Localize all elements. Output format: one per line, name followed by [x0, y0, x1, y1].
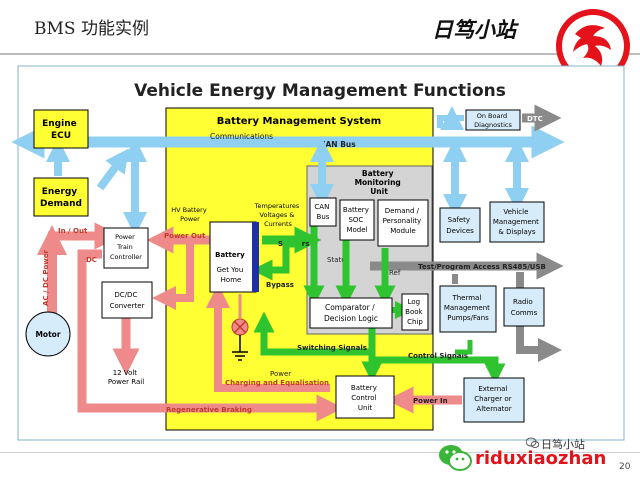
power-label: Power	[270, 370, 291, 378]
comparator-box	[309, 297, 393, 329]
log-book-box	[401, 293, 429, 331]
hv-power-label: HV Battery Power	[171, 206, 209, 223]
power-train-controller-box	[103, 227, 149, 269]
dcdc-feed-arrow	[152, 240, 194, 310]
monitoring-unit-label: Battery Monitoring Unit	[355, 169, 404, 196]
control-signals-arrow	[372, 356, 506, 385]
can-bus-box	[309, 197, 337, 227]
soc-model-label: Battery SOC Model	[343, 206, 371, 234]
charging-arrow	[206, 284, 330, 392]
watermark-text: 日笃小站	[541, 438, 585, 451]
soc-model-box	[339, 199, 375, 241]
slide-header-site: 日笃小站	[432, 18, 516, 42]
temps-label: Temperatures Voltages & Currents	[254, 202, 302, 228]
charging-label: Charging and Equalisation	[225, 379, 329, 387]
watermark-chat-icon	[526, 437, 539, 448]
motor-circle	[25, 311, 71, 357]
battery-label: Battery Get You Home	[215, 251, 247, 284]
logo-icon	[556, 9, 630, 83]
on-board-label: On Board Diagnostics	[474, 112, 512, 129]
bypass-arrow	[251, 240, 302, 281]
dcdc-converter-box	[101, 281, 153, 319]
demand-module-label: Demand / Personality Module	[383, 207, 424, 235]
log-book-label: Log Book Chip	[405, 298, 425, 326]
on-board-diagnostics-box	[465, 109, 521, 131]
switching-signals-arrow	[253, 311, 376, 356]
rail-label: 12 Volt Power Rail	[108, 369, 144, 386]
page-number: 20	[619, 462, 631, 472]
demand-module-box	[377, 199, 429, 247]
arrow-obd-link	[437, 115, 464, 128]
power-train-label: Power Train Controller	[110, 233, 142, 261]
regen-braking-arrow	[77, 249, 344, 422]
slide-header-title: BMS 功能实例	[34, 19, 149, 39]
energy-demand-box	[33, 177, 89, 217]
ref-label: Ref	[389, 269, 401, 277]
test-access-label: Test/Program Access RS485/USB	[418, 263, 546, 271]
switching-signals-label: Switching Signals	[297, 344, 367, 352]
footer-divider	[0, 452, 640, 453]
dc-label: DC	[86, 256, 97, 264]
radio-comms-box	[503, 287, 545, 327]
power-out-label: Power Out	[164, 232, 206, 240]
vehicle-management-box	[489, 201, 545, 243]
can-bus-box-label: CAN Bus	[314, 203, 331, 221]
battery-control-unit-box	[335, 375, 395, 419]
arrow-demand-bus	[96, 148, 130, 191]
dcdc-label: DC/DC Converter	[110, 291, 145, 310]
status-label: Status	[327, 256, 350, 264]
control-signals-label: Control Signals	[408, 352, 468, 360]
bms-title: Battery Management System	[217, 116, 381, 127]
safety-devices-box	[439, 207, 481, 243]
vehicle-mgmt-label: Vehicle Management & Displays	[493, 208, 541, 236]
energy-demand-label: Energy Demand	[40, 187, 82, 209]
external-charger-label: External Charger or Alternator	[474, 385, 514, 413]
safety-label: Safety Devices	[446, 216, 474, 235]
motor-label: Motor	[35, 330, 60, 339]
engine-ecu-label: Engine ECU	[42, 119, 80, 141]
power-in-label: Power In	[413, 397, 448, 405]
engine-ecu-box	[33, 109, 89, 149]
external-charger-box	[463, 377, 525, 423]
ac-dc-power-label: AC / DC Power	[42, 249, 50, 306]
bypass-label: Bypass	[266, 281, 294, 289]
battery-terminal	[252, 222, 259, 292]
brand-text: riduxiaozhan	[475, 448, 607, 469]
diagram-title: Vehicle Energy Management Functions	[134, 81, 506, 101]
thermal-signal-link	[455, 340, 473, 355]
in-out-label: In / Out	[58, 227, 88, 235]
thermal-label: Thermal Management Pumps/Fans	[444, 294, 492, 322]
wechat-icon	[439, 445, 472, 471]
battery-box	[209, 221, 257, 293]
dtc-label: DTC	[527, 115, 543, 123]
can-bus-top-label: CAN Bus	[320, 140, 356, 149]
radio-label: Radio Comms	[511, 298, 538, 317]
communications-label: Communications	[210, 132, 273, 141]
regen-label: Regenerative Braking	[166, 406, 252, 414]
comparator-label: Comparator / Decision Logic	[324, 303, 378, 323]
bcu-label: Battery Control Unit	[351, 384, 379, 412]
header-divider	[0, 53, 640, 55]
thermal-management-box	[439, 285, 497, 333]
